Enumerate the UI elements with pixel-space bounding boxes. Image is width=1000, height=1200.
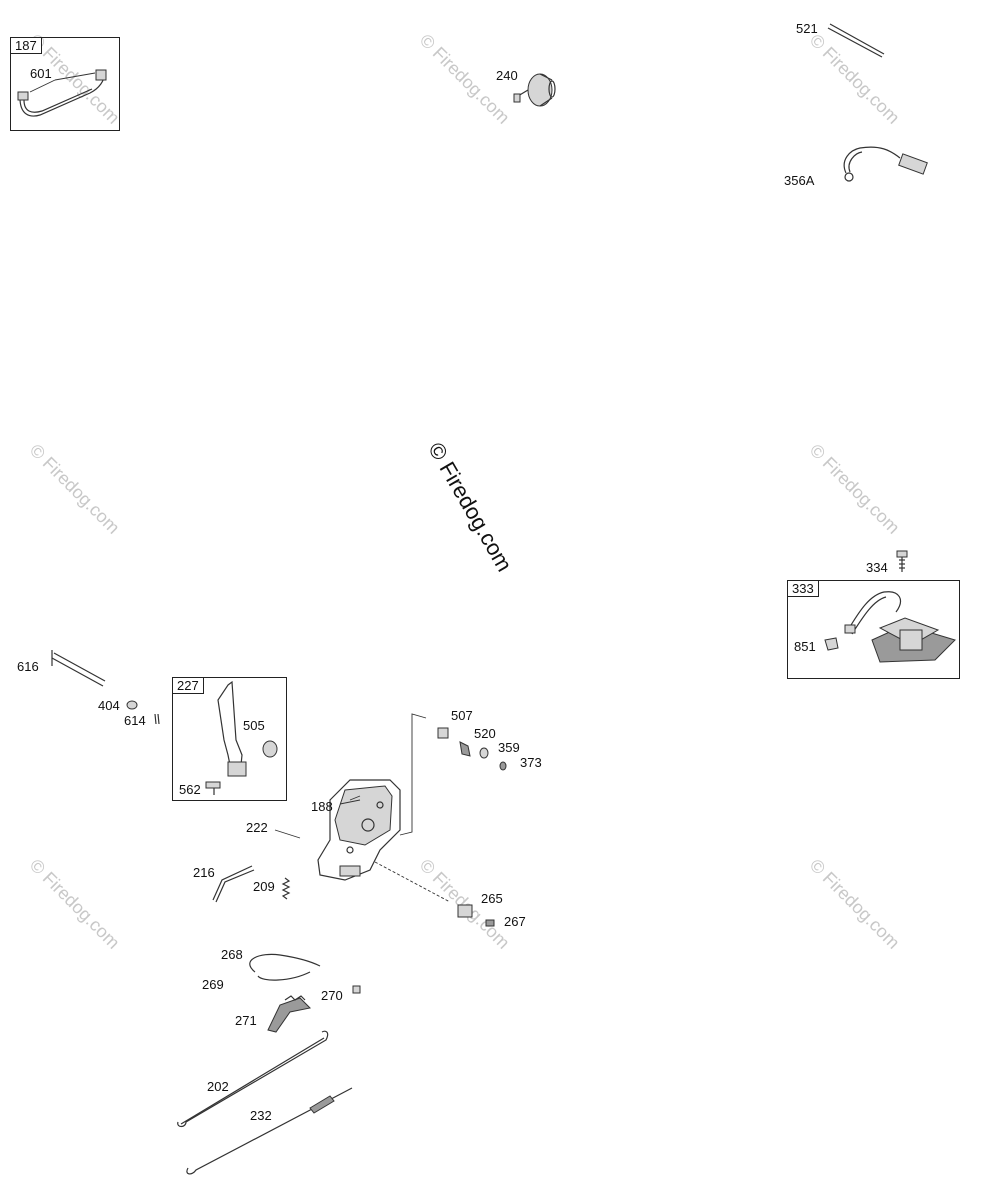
label-521: 521 xyxy=(796,21,818,36)
washer-part-359 xyxy=(479,747,489,759)
label-202: 202 xyxy=(207,1079,229,1094)
label-616: 616 xyxy=(17,659,39,674)
label-562: 562 xyxy=(179,782,201,797)
label-356A: 356A xyxy=(784,173,815,188)
cable-part-268 xyxy=(249,953,321,981)
label-240: 240 xyxy=(496,68,518,83)
label-209: 209 xyxy=(253,879,275,894)
nut-part-373 xyxy=(499,761,507,771)
clamp-part-507 xyxy=(437,727,449,739)
leader-188 xyxy=(339,799,361,805)
label-265: 265 xyxy=(481,891,503,906)
kit-frame-333 xyxy=(787,580,960,679)
label-520: 520 xyxy=(474,726,496,741)
label-270: 270 xyxy=(321,988,343,1003)
label-359: 359 xyxy=(498,740,520,755)
leader-265 xyxy=(374,861,451,903)
label-614: 614 xyxy=(124,713,146,728)
rod-part-521 xyxy=(827,23,885,58)
leader-222 xyxy=(274,829,301,839)
hose-part-187 xyxy=(17,69,107,117)
label-222: 222 xyxy=(246,820,268,835)
plate-part-520 xyxy=(459,741,471,757)
bracket-part-271 xyxy=(267,995,312,1033)
label-505: 505 xyxy=(243,718,265,733)
label-373: 373 xyxy=(520,755,542,770)
kit-frame-227 xyxy=(172,677,287,801)
label-271: 271 xyxy=(235,1013,257,1028)
label-269: 269 xyxy=(202,977,224,992)
ground-wire-part-356A xyxy=(843,146,928,182)
kit-label-333: 333 xyxy=(787,580,819,597)
control-bracket-part-222 xyxy=(317,713,427,881)
kit-label-227: 227 xyxy=(172,677,204,694)
label-601: 601 xyxy=(30,66,52,81)
label-267: 267 xyxy=(504,914,526,929)
link-rod-part-202 xyxy=(177,1030,329,1128)
label-334: 334 xyxy=(866,560,888,575)
label-232: 232 xyxy=(250,1108,272,1123)
fuel-filter-part-240 xyxy=(513,73,556,107)
label-507: 507 xyxy=(451,708,473,723)
ignition-coil-part-333 xyxy=(824,591,956,663)
kit-frame-187 xyxy=(10,37,120,131)
washer-part-404 xyxy=(126,700,138,710)
label-851: 851 xyxy=(794,639,816,654)
clip-part-614 xyxy=(154,713,160,725)
spring-part-209 xyxy=(281,877,291,900)
label-216: 216 xyxy=(193,865,215,880)
throttle-rod-part-616 xyxy=(51,650,106,687)
clamp-part-265 xyxy=(457,904,473,918)
lever-part-227 xyxy=(205,680,278,795)
label-188: 188 xyxy=(311,799,333,814)
screw-part-267 xyxy=(485,919,495,927)
cable-part-232 xyxy=(186,1087,353,1175)
label-268: 268 xyxy=(221,947,243,962)
bolt-part-334 xyxy=(896,550,908,572)
kit-label-187: 187 xyxy=(10,37,42,54)
link-part-216 xyxy=(212,865,255,903)
nut-part-270 xyxy=(352,985,361,994)
label-404: 404 xyxy=(98,698,120,713)
